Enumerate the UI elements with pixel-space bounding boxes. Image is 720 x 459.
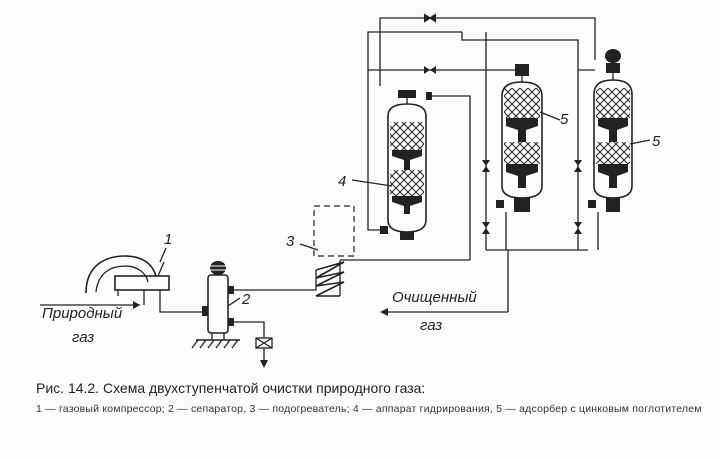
number-separator: 2 xyxy=(241,291,251,308)
figure-caption: Рис. 14.2. Схема двухступенчатой очистки… xyxy=(36,380,426,396)
separator-drain-line xyxy=(234,321,273,368)
natural-gas-inlet-line xyxy=(40,290,145,309)
process-diagram: Природный газ Очищенный газ 1 2 3 4 5 5 xyxy=(40,13,661,368)
number-adsorber-b: 5 xyxy=(652,133,661,150)
natural-gas-label-1: Природный xyxy=(42,305,123,322)
valve-right-upper xyxy=(574,160,582,172)
number-adsorber-a: 5 xyxy=(560,111,569,128)
separator-to-heater-line xyxy=(234,270,317,291)
compressor-to-separator-line xyxy=(159,290,205,313)
hydrogenation-apparatus xyxy=(380,90,432,240)
heater-to-hydrogenation-line xyxy=(432,95,471,260)
cleaned-gas-label-1: Очищенный xyxy=(392,289,477,306)
valve-right-lower xyxy=(574,222,582,234)
figure-legend: 1 — газовый компрессор; 2 — сепаратор, 3… xyxy=(36,403,702,415)
valve-mid xyxy=(424,66,436,74)
number-hydrogenation: 4 xyxy=(338,173,346,190)
manifold-piping xyxy=(367,17,599,300)
hydrogenation-outlet-line xyxy=(367,69,520,231)
number-compressor: 1 xyxy=(164,231,172,248)
leader-5a xyxy=(539,111,561,121)
adsorber-a xyxy=(496,64,543,212)
valve-top xyxy=(423,13,437,23)
cleaned-gas-outlet-line xyxy=(380,300,509,316)
leader-2 xyxy=(227,297,241,307)
leader-3 xyxy=(299,243,319,251)
valve-left-upper xyxy=(482,160,490,172)
adsorber-b xyxy=(588,49,633,212)
cleaned-gas-label-2: газ xyxy=(420,317,442,334)
natural-gas-label-2: газ xyxy=(72,329,94,346)
heater xyxy=(313,205,470,297)
separator xyxy=(191,261,240,349)
valve-left-lower xyxy=(482,222,490,234)
leader-5b xyxy=(629,139,651,145)
number-heater: 3 xyxy=(286,233,295,250)
leader-4 xyxy=(351,179,393,187)
leader-1 xyxy=(159,247,167,263)
gas-compressor xyxy=(85,255,170,296)
